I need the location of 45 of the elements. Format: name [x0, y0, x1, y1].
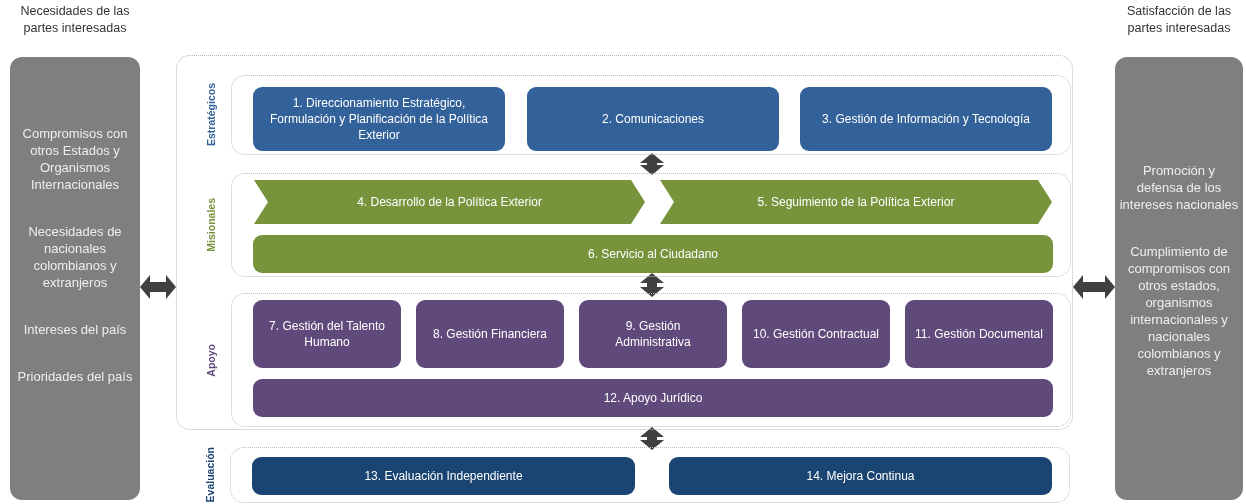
process-label: 4. Desarrollo de la Política Exterior	[356, 194, 543, 210]
process-label: 1. Direccionamiento Estratégico, Formulación y Planificación de la Política Exterior	[268, 95, 490, 143]
panel-heading: Necesidades de las partes interesadas	[19, 3, 131, 37]
double-arrow	[640, 273, 664, 297]
process-label: 8. Gestión Financiera	[431, 326, 549, 342]
stakeholder-text: Prioridades del país	[16, 368, 134, 385]
process-box	[742, 300, 890, 368]
process-box	[905, 300, 1053, 368]
process-label: 6. Servicio al Ciudadano	[586, 246, 720, 262]
group-label: Estratégicos	[205, 83, 217, 147]
process-step-shape	[660, 180, 1052, 224]
process-box	[252, 457, 635, 495]
double-arrow	[140, 275, 176, 299]
double-arrow	[640, 427, 664, 450]
process-box	[527, 87, 779, 151]
process-box	[253, 300, 401, 368]
double-arrow	[1073, 275, 1115, 299]
group-label: Apoyo	[205, 343, 217, 377]
process-box	[253, 379, 1053, 417]
process-box	[800, 87, 1052, 151]
process-label: 2. Comunicaciones	[600, 111, 706, 127]
stakeholder-text: Cumplimiento de compromisos con otros estados, organismos internacionales y nacionales colombianos y extranjeros	[1127, 243, 1231, 379]
double-arrow	[640, 153, 664, 175]
process-label: 13. Evaluación Independiente	[363, 468, 524, 484]
process-label: 11. Gestión Documental	[914, 326, 1044, 342]
group-label: Misionales	[205, 198, 217, 252]
process-label: 5. Seguimiento de la Política Exterior	[756, 194, 956, 210]
stakeholder-text: Intereses del país	[22, 321, 128, 338]
process-label: 14. Mejora Continua	[805, 468, 916, 484]
process-box	[579, 300, 727, 368]
stakeholder-text: Necesidades de nacionales colombianos y extranjeros	[27, 223, 123, 291]
panel-heading: Satisfacción de las partes interesadas	[1125, 3, 1233, 37]
process-label: 9. Gestión Administrativa	[614, 318, 692, 350]
process-step-shape	[254, 180, 645, 224]
process-box	[253, 87, 505, 151]
stakeholder-text: Compromisos con otros Estados y Organismos Internacionales	[21, 125, 129, 193]
process-box	[416, 300, 564, 368]
process-label: 3. Gestión de Información y Tecnología	[821, 111, 1031, 127]
process-box	[253, 235, 1053, 273]
process-label: 12. Apoyo Jurídico	[602, 390, 704, 406]
process-label: 7. Gestión del Talento Humano	[268, 318, 386, 350]
stakeholder-text: Promoción y defensa de los intereses nacionales	[1118, 162, 1240, 213]
process-box	[669, 457, 1052, 495]
group-label: Evaluación	[204, 447, 216, 503]
process-label: 10. Gestión Contractual	[751, 326, 881, 342]
